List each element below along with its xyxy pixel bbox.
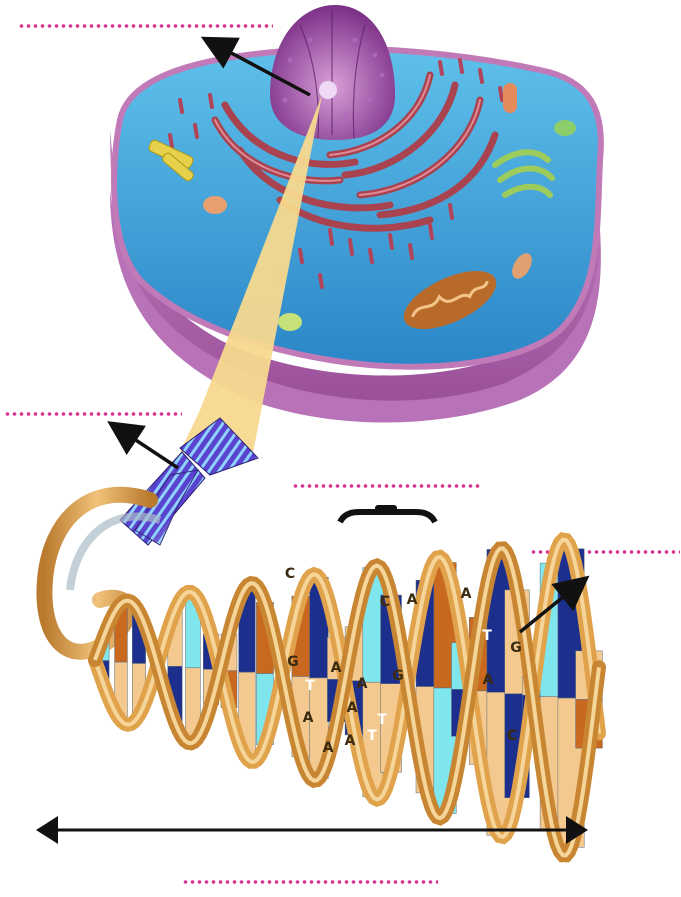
- vesicle: [554, 120, 576, 136]
- base-letter: A: [357, 676, 368, 692]
- base-letter: G: [392, 668, 404, 684]
- vesicle: [203, 196, 227, 214]
- animal-cell: [110, 5, 601, 423]
- base-letter: T: [396, 554, 406, 570]
- nucleus: [270, 5, 395, 140]
- vesicle: [278, 313, 302, 331]
- base-letter: T: [367, 728, 377, 744]
- base-letter: A: [303, 710, 314, 726]
- base-letter: T: [482, 628, 492, 644]
- base-letter: A: [407, 592, 418, 608]
- base-letter: T: [461, 538, 471, 554]
- chromosome-pointer-arrow: [113, 425, 178, 468]
- base-letter: A: [483, 672, 494, 688]
- base-letter: C: [285, 566, 295, 582]
- base-letter: A: [347, 700, 358, 716]
- base-letter: T: [305, 678, 315, 694]
- base-letter: G: [287, 654, 299, 670]
- base-letter: A: [345, 733, 356, 749]
- base-letter: A: [331, 660, 342, 676]
- vesicle: [503, 83, 517, 113]
- base-letter: G: [510, 640, 522, 656]
- base-letter: A: [461, 586, 472, 602]
- base-letter: T: [377, 712, 387, 728]
- base-letter: C: [380, 594, 390, 610]
- base-letter: A: [323, 740, 334, 756]
- gene-bracket-cap: [375, 505, 397, 515]
- base-letter: C: [507, 728, 517, 744]
